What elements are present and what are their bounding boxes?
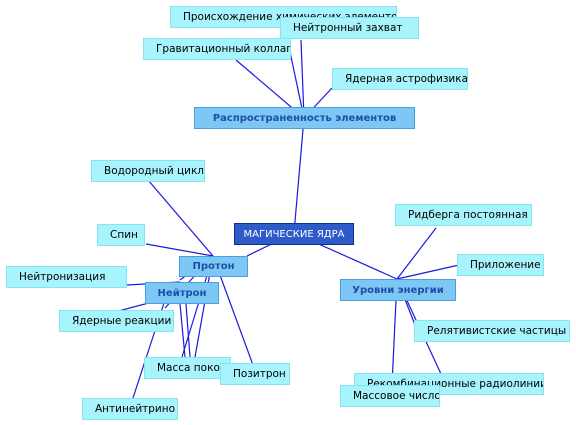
- node-label: Ридберга постоянная: [408, 209, 528, 221]
- edge: [145, 243, 214, 257]
- node-label: Уровни энергии: [352, 284, 444, 296]
- node-label: Массовое число: [353, 390, 440, 402]
- edge: [300, 39, 305, 119]
- node-label: Релятивистские частицы: [427, 325, 567, 337]
- node-label: Нейтронизация: [19, 271, 106, 283]
- node-label: Антинейтрино: [95, 403, 176, 415]
- node-mass-number[interactable]: Массовое число: [340, 385, 440, 407]
- edge: [185, 303, 191, 358]
- edge: [293, 117, 305, 234]
- edge: [396, 227, 437, 280]
- edge: [179, 303, 186, 358]
- node-proton[interactable]: Протон: [179, 256, 248, 277]
- node-nuclear-reactions[interactable]: Ядерные реакции: [59, 310, 174, 332]
- node-application[interactable]: Приложение: [457, 254, 544, 276]
- node-label: Гравитационный коллапс: [156, 43, 291, 55]
- node-label: Приложение: [470, 259, 541, 271]
- node-rest-mass[interactable]: Масса покоя: [144, 357, 231, 379]
- node-label: Ядерные реакции: [72, 315, 172, 327]
- edge: [396, 264, 460, 280]
- node-element-abundance[interactable]: Распространенность элементов: [194, 107, 415, 129]
- node-label: Ядерная астрофизика: [345, 73, 468, 85]
- node-label: Протон: [192, 261, 235, 272]
- node-label: Нейтрон: [157, 287, 207, 299]
- node-hydrogen-cycle[interactable]: Водородный цикл: [91, 160, 205, 182]
- node-root-magic-nuclei[interactable]: МАГИЧЕСКИЕ ЯДРА: [234, 223, 354, 245]
- node-neutron[interactable]: Нейтрон: [145, 282, 219, 304]
- edge: [147, 179, 214, 257]
- node-positron[interactable]: Позитрон: [220, 363, 290, 385]
- node-label: Масса покоя: [157, 362, 227, 374]
- node-rydberg-constant[interactable]: Ридберга постоянная: [395, 204, 532, 226]
- node-relativistic-particles[interactable]: Релятивистские частицы: [414, 320, 570, 342]
- node-nuclear-astrophysics[interactable]: Ядерная астрофизика: [332, 68, 468, 90]
- node-label: Позитрон: [233, 368, 286, 380]
- node-spin[interactable]: Спин: [97, 224, 145, 246]
- node-neutron-capture[interactable]: Нейтронный захват: [280, 17, 419, 39]
- node-label: Спин: [110, 229, 138, 241]
- node-label: Водородный цикл: [104, 165, 205, 177]
- node-label: Распространенность элементов: [212, 112, 397, 124]
- node-neutronization[interactable]: Нейтронизация: [6, 266, 127, 288]
- node-gravitational-collapse[interactable]: Гравитационный коллапс: [143, 38, 291, 60]
- node-label: МАГИЧЕСКИЕ ЯДРА: [243, 228, 345, 240]
- node-energy-levels[interactable]: Уровни энергии: [340, 279, 456, 301]
- node-antineutrino[interactable]: Антинейтрино: [82, 398, 178, 420]
- node-label: Нейтронный захват: [293, 22, 403, 34]
